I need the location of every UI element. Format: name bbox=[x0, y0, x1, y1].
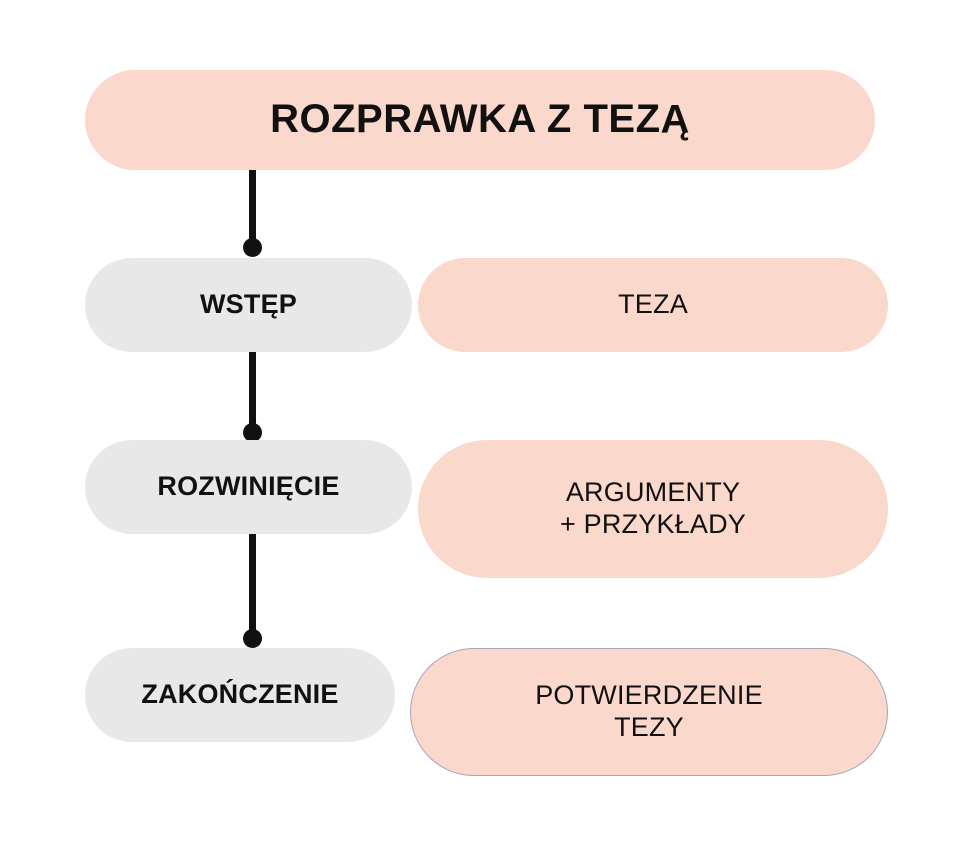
content-node-potwierdzenie: POTWIERDZENIE TEZY bbox=[410, 648, 888, 776]
connector-line-3 bbox=[249, 534, 256, 640]
connector-dot-1 bbox=[243, 238, 262, 257]
stage-label-rozwiniecie: ROZWINIĘCIE bbox=[157, 471, 340, 502]
content-label-argumenty: ARGUMENTY + PRZYKŁADY bbox=[559, 477, 747, 539]
content-label-teza: TEZA bbox=[618, 289, 688, 320]
connector-dot-3 bbox=[243, 629, 262, 648]
stage-label-zakonczenie: ZAKOŃCZENIE bbox=[141, 679, 339, 710]
connector-line-2 bbox=[249, 352, 256, 434]
content-label-potwierdzenie: POTWIERDZENIE TEZY bbox=[535, 680, 763, 742]
diagram-title-node: ROZPRAWKA Z TEZĄ bbox=[85, 70, 875, 170]
stage-node-zakonczenie: ZAKOŃCZENIE bbox=[85, 648, 395, 742]
stage-node-rozwiniecie: ROZWINIĘCIE bbox=[85, 440, 412, 534]
connector-line-1 bbox=[249, 170, 256, 248]
connector-dot-2 bbox=[243, 423, 262, 442]
diagram-title-label: ROZPRAWKA Z TEZĄ bbox=[270, 97, 690, 142]
content-node-argumenty: ARGUMENTY + PRZYKŁADY bbox=[418, 440, 888, 578]
stage-node-wstep: WSTĘP bbox=[85, 258, 412, 352]
content-node-teza: TEZA bbox=[418, 258, 888, 352]
stage-label-wstep: WSTĘP bbox=[199, 289, 297, 320]
